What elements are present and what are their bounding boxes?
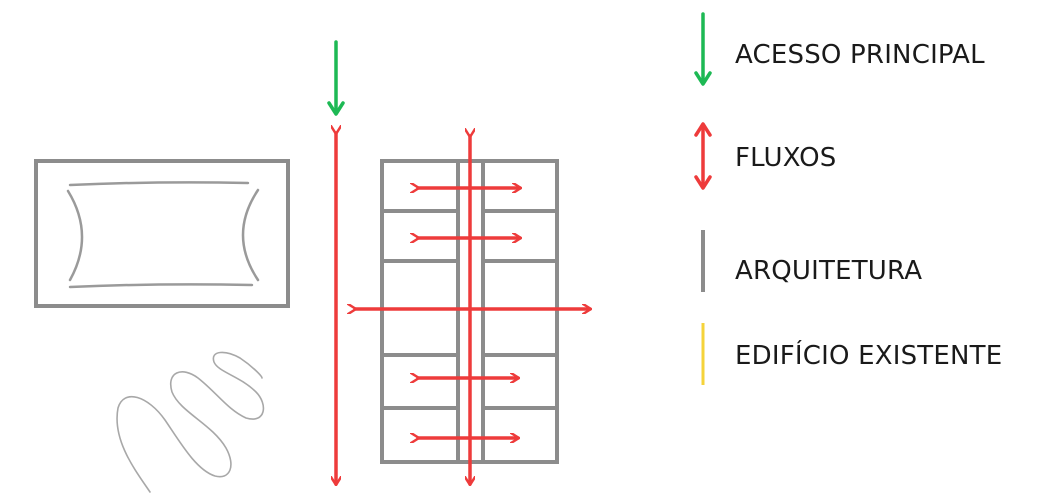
legend-label-flows: FLUXOS — [735, 143, 837, 173]
plaza-top-curve — [68, 181, 250, 187]
legend-access-arrow-icon — [694, 12, 712, 86]
plaza-bottom-curve — [68, 283, 254, 289]
plaza-left-curve — [66, 189, 84, 282]
main-access-arrow — [327, 40, 345, 116]
plaza-outline — [34, 159, 290, 308]
legend-flow-arrow-icon — [694, 122, 712, 190]
legend-symbols — [694, 12, 712, 385]
legend-label-access: ACESSO PRINCIPAL — [735, 40, 985, 70]
legend-label-architecture: ARQUITETURA — [735, 256, 923, 286]
flow-arrows — [336, 133, 590, 484]
plaza-right-curve — [241, 188, 260, 282]
legend-label-existing: EDIFÍCIO EXISTENTE — [735, 341, 1003, 371]
landscape-sketch — [116, 351, 265, 493]
plaza-block — [34, 159, 290, 308]
